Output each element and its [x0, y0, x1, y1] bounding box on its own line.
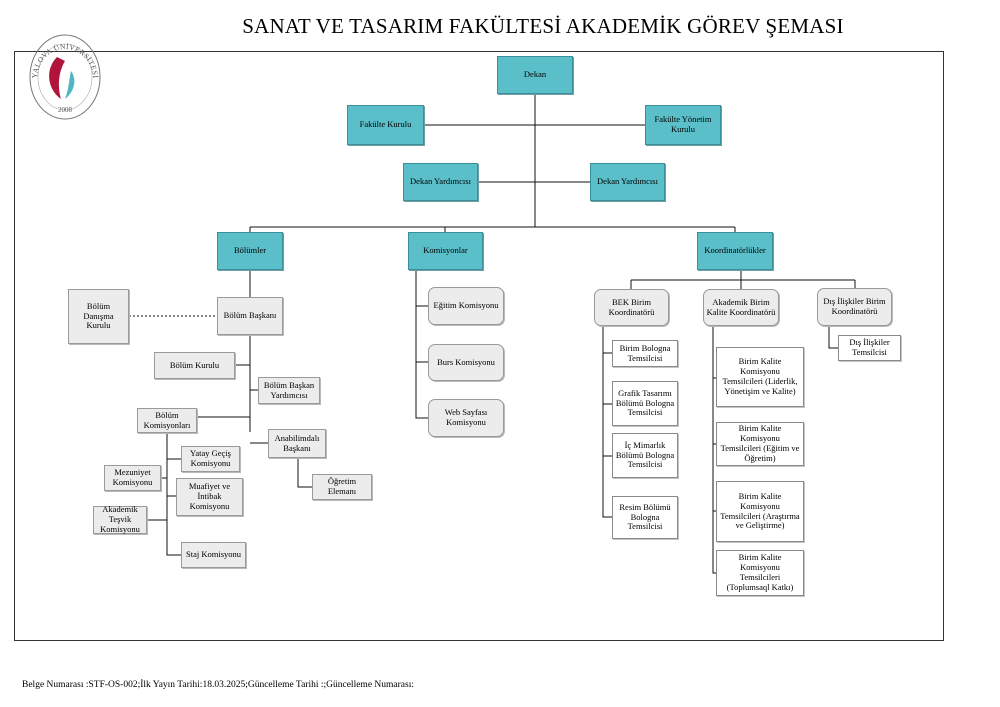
node-birim-bologna-temsilcisi: Birim Bologna Temsilcisi [612, 340, 678, 367]
node-ogretim-elemani: Öğretim Elemanı [312, 474, 372, 500]
logo-outer-ring [29, 34, 101, 120]
node-komisyonlar: Komisyonlar [408, 232, 483, 270]
node-kalite-liderlik-yonetisim: Birim Kalite Komisyonu Temsilcileri (Lid… [716, 347, 804, 407]
node-grafik-tasarimi-bologna-temsilcisi: Grafik Tasarımı Bölümü Bologna Temsilcis… [612, 381, 678, 426]
node-bolum-danisma-kurulu: Bölüm Danışma Kurulu [68, 289, 129, 344]
node-fakulte-yonetim-kurulu: Fakülte Yönetim Kurulu [645, 105, 721, 145]
node-web-sayfasi-komisyonu: Web Sayfası Komisyonu [428, 399, 504, 437]
node-koordinatorlukler: Koordinatörlükler [697, 232, 773, 270]
node-ic-mimarlik-bologna-temsilcisi: İç Mimarlık Bölümü Bologna Temsilcisi [612, 433, 678, 478]
node-fakulte-kurulu: Fakülte Kurulu [347, 105, 424, 145]
node-kalite-arastirma-gelistirme: Birim Kalite Komisyonu Temsilcileri (Ara… [716, 481, 804, 542]
node-anabilimdali-baskani: Anabilimdalı Başkanı [268, 429, 326, 458]
node-dekan-yardimcisi-left: Dekan Yardımcısı [403, 163, 478, 201]
node-yatay-gecis-komisyonu: Yatay Geçiş Komisyonu [181, 446, 240, 472]
logo-inner-ring [37, 43, 93, 111]
node-bolum-baskan-yardimcisi: Bölüm Başkan Yardımcısı [258, 377, 320, 404]
node-egitim-komisyonu: Eğitim Komisyonu [428, 287, 504, 325]
node-akademik-birim-kalite-koordinatoru: Akademik Birim Kalite Koordinatörü [703, 289, 779, 326]
node-bolum-komisyonlari: Bölüm Komisyonları [137, 408, 197, 433]
university-logo: YALOVA ÜNİVERSİTESİ 2008 [29, 34, 101, 120]
node-dekan: Dekan [497, 56, 573, 94]
chart-frame [14, 51, 944, 641]
document-footer: Belge Numarası :STF-OS-002;İlk Yayın Tar… [22, 680, 414, 690]
logo-red-leaf [49, 57, 65, 99]
node-bolumler: Bölümler [217, 232, 283, 270]
node-bek-birim-koordinatoru: BEK Birim Koordinatörü [594, 289, 669, 326]
node-akademik-tesvik-komisyonu: Akademik Teşvik Komisyonu [93, 504, 147, 534]
node-bolum-baskani: Bölüm Başkanı [217, 297, 283, 335]
node-bolum-kurulu: Bölüm Kurulu [154, 352, 235, 379]
node-kalite-toplumsal-katki: Birim Kalite Komisyonu Temsilcileri (Top… [716, 550, 804, 596]
node-staj-komisyonu: Staj Komisyonu [181, 542, 246, 568]
node-dis-iliskiler-birim-koordinatoru: Dış İlişkiler Birim Koordinatörü [817, 288, 892, 326]
node-resim-bologna-temsilcisi: Resim Bölümü Bologna Temsilcisi [612, 496, 678, 539]
logo-year: 2008 [58, 106, 73, 114]
page-title: SANAT VE TASARIM FAKÜLTESİ AKADEMİK GÖRE… [242, 14, 844, 38]
node-mezuniyet-komisyonu: Mezuniyet Komisyonu [104, 465, 161, 491]
logo-blue-leaf [65, 71, 75, 99]
node-dekan-yardimcisi-right: Dekan Yardımcısı [590, 163, 665, 201]
node-kalite-egitim-ogretim: Birim Kalite Komisyonu Temsilcileri (Eği… [716, 422, 804, 466]
node-burs-komisyonu: Burs Komisyonu [428, 344, 504, 381]
node-muafiyet-intibak-komisyonu: Muafiyet ve İntibak Komisyonu [176, 478, 243, 516]
node-dis-iliskiler-temsilcisi: Dış İlişkiler Temsilcisi [838, 335, 901, 361]
